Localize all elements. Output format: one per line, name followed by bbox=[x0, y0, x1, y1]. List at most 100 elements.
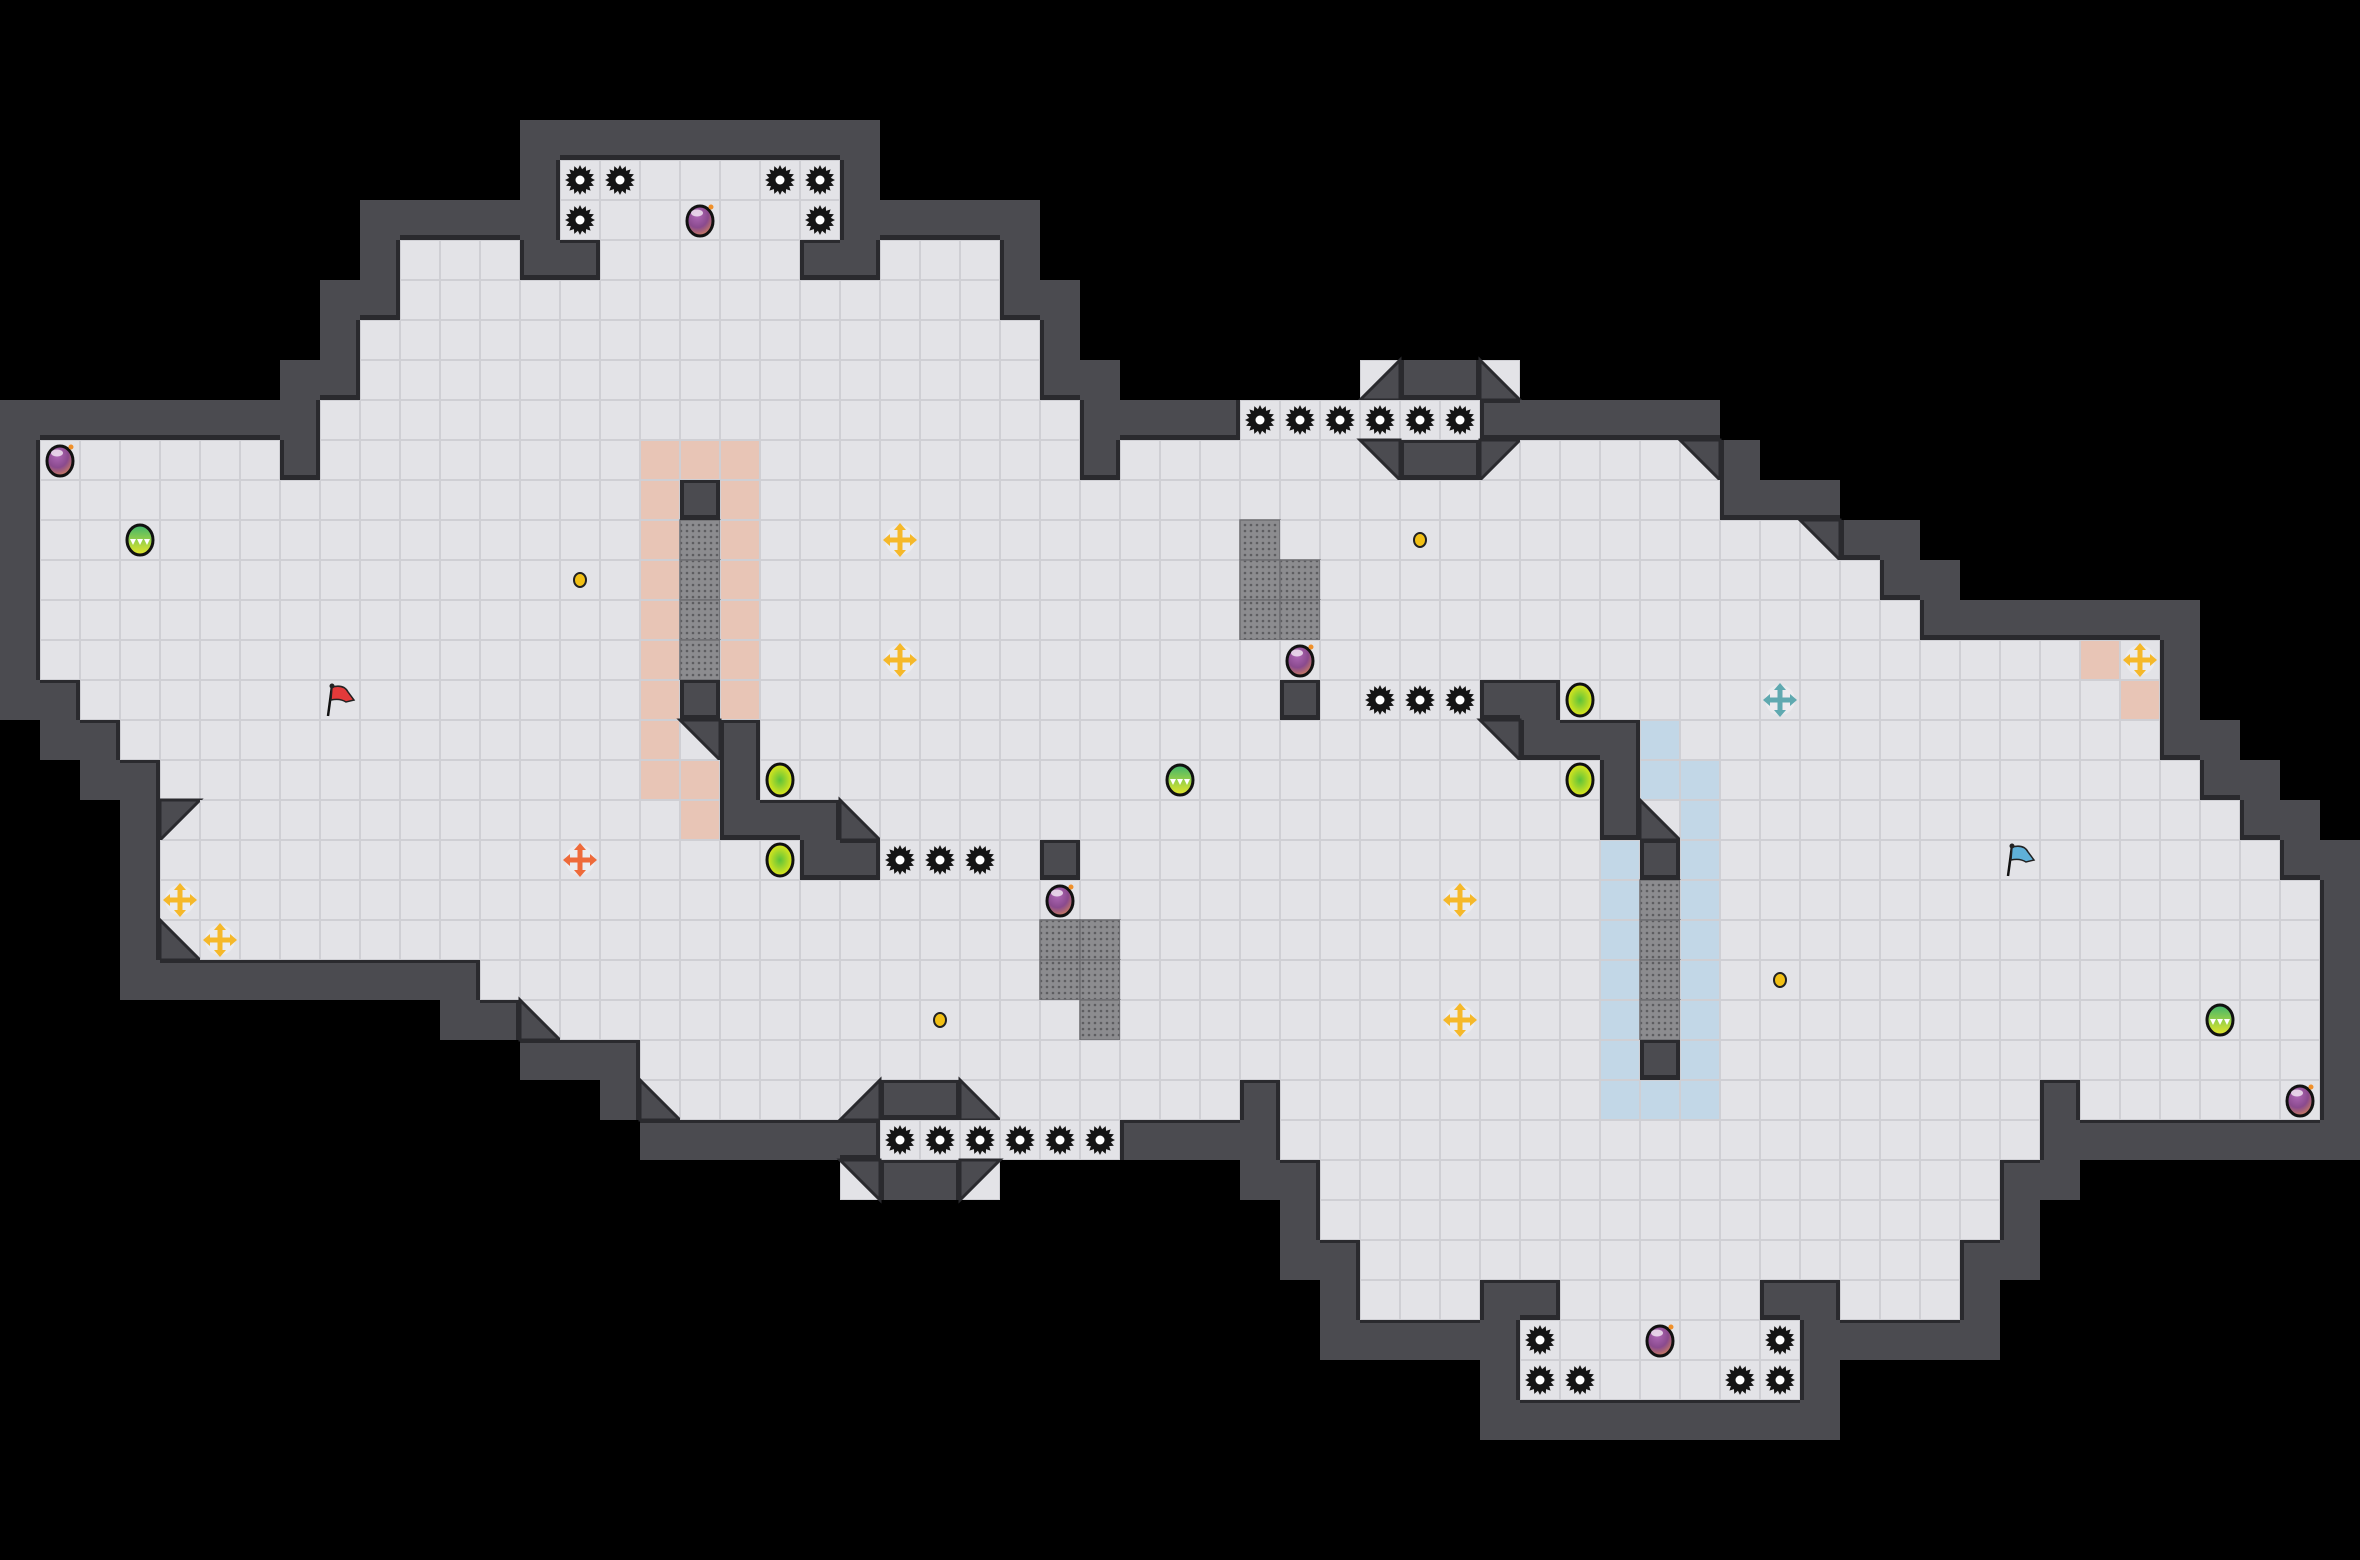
wall-edge bbox=[400, 235, 440, 240]
wall-edge bbox=[2000, 1200, 2004, 1240]
red-team-tile bbox=[640, 720, 680, 760]
boost-icon bbox=[203, 923, 237, 957]
floor-tile bbox=[1080, 680, 1120, 720]
wall-edge bbox=[396, 280, 400, 320]
floor-tile bbox=[1200, 1080, 1240, 1120]
floor-tile bbox=[800, 600, 840, 640]
floor-tile bbox=[560, 880, 600, 920]
floor-tile bbox=[2240, 1040, 2280, 1080]
floor-tile bbox=[1960, 680, 2000, 720]
floor-tile bbox=[1080, 1080, 1120, 1120]
spike-icon bbox=[1085, 1125, 1115, 1155]
floor-tile bbox=[1440, 480, 1480, 520]
wall-edge bbox=[1960, 635, 2000, 640]
spike-icon bbox=[1445, 405, 1475, 435]
wall-edge bbox=[2120, 635, 2160, 640]
floor-tile bbox=[240, 720, 280, 760]
floor-tile bbox=[600, 960, 640, 1000]
floor-tile bbox=[520, 280, 560, 320]
wall-edge bbox=[480, 1000, 520, 1003]
wall-tile bbox=[2320, 920, 2360, 960]
floor-tile bbox=[1360, 640, 1400, 680]
floor-tile bbox=[760, 920, 800, 960]
floor-tile bbox=[560, 720, 600, 760]
wall-edge bbox=[560, 275, 600, 280]
floor-tile bbox=[600, 640, 640, 680]
wall-edge bbox=[1400, 440, 1404, 480]
floor-tile bbox=[640, 1040, 680, 1080]
floor-tile bbox=[2160, 800, 2200, 840]
floor-tile bbox=[1760, 1200, 1800, 1240]
floor-tile bbox=[680, 160, 720, 200]
floor-tile bbox=[400, 240, 440, 280]
bomb-icon bbox=[1045, 884, 1075, 918]
wall-tile bbox=[840, 120, 880, 160]
floor-tile bbox=[1400, 840, 1440, 880]
wall-edge bbox=[756, 760, 760, 800]
floor-tile bbox=[880, 280, 920, 320]
wall-edge bbox=[1640, 840, 1680, 843]
wall-tile bbox=[1720, 1400, 1760, 1440]
wall-tile bbox=[1800, 1320, 1840, 1360]
spike-icon bbox=[1005, 1125, 1035, 1155]
floor-tile bbox=[1400, 560, 1440, 600]
floor-tile bbox=[1400, 1200, 1440, 1240]
floor-tile bbox=[1120, 960, 1160, 1000]
floor-tile bbox=[2120, 840, 2160, 880]
wall-tile bbox=[240, 400, 280, 440]
floor-tile bbox=[1360, 1160, 1400, 1200]
wall-edge bbox=[116, 720, 120, 760]
floor-tile bbox=[1800, 760, 1840, 800]
floor-tile bbox=[2080, 920, 2120, 960]
wall-edge bbox=[960, 235, 1000, 240]
wall-edge bbox=[1800, 1280, 1840, 1283]
wall-tile bbox=[720, 800, 760, 840]
floor-tile bbox=[960, 680, 1000, 720]
floor-tile bbox=[560, 280, 600, 320]
floor-tile bbox=[1520, 560, 1560, 600]
floor-tile bbox=[960, 1000, 1000, 1040]
floor-tile bbox=[1000, 1080, 1040, 1120]
floor-tile bbox=[1840, 720, 1880, 760]
wall-edge bbox=[280, 440, 284, 480]
floor-tile bbox=[1240, 720, 1280, 760]
wall-edge bbox=[156, 840, 160, 880]
floor-tile bbox=[2200, 840, 2240, 880]
wall-edge bbox=[800, 840, 804, 880]
floor-tile bbox=[1720, 840, 1760, 880]
floor-tile bbox=[1360, 880, 1400, 920]
floor-tile bbox=[720, 960, 760, 1000]
floor-tile bbox=[1080, 1040, 1120, 1080]
floor-tile bbox=[1240, 920, 1280, 960]
floor-tile bbox=[1400, 1000, 1440, 1040]
wall-tile bbox=[800, 120, 840, 160]
floor-tile bbox=[1960, 800, 2000, 840]
floor-tile bbox=[1040, 640, 1080, 680]
floor-tile bbox=[1720, 640, 1760, 680]
floor-tile bbox=[1840, 680, 1880, 720]
wall-tile bbox=[2040, 1080, 2080, 1120]
wall-edge bbox=[200, 960, 240, 963]
wall-tile bbox=[1280, 1160, 1320, 1200]
wall-tile bbox=[2040, 600, 2080, 640]
floor-tile bbox=[1240, 840, 1280, 880]
wall-tile bbox=[1440, 360, 1480, 400]
floor-tile bbox=[1800, 600, 1840, 640]
red-team-tile bbox=[640, 520, 680, 560]
wall-edge bbox=[1200, 435, 1240, 440]
wall-edge bbox=[1400, 395, 1440, 400]
wall-edge bbox=[1480, 400, 1520, 403]
floor-tile bbox=[80, 600, 120, 640]
wall-tile bbox=[1960, 600, 2000, 640]
wall-tile bbox=[1000, 200, 1040, 240]
floor-tile bbox=[560, 920, 600, 960]
floor-tile bbox=[2240, 960, 2280, 1000]
floor-tile bbox=[2080, 880, 2120, 920]
floor-tile bbox=[440, 640, 480, 680]
floor-tile bbox=[1440, 1200, 1480, 1240]
floor-tile bbox=[600, 440, 640, 480]
spike-icon bbox=[1405, 405, 1435, 435]
wall-edge bbox=[1000, 315, 1040, 320]
floor-tile bbox=[400, 840, 440, 880]
wall-tile bbox=[920, 200, 960, 240]
